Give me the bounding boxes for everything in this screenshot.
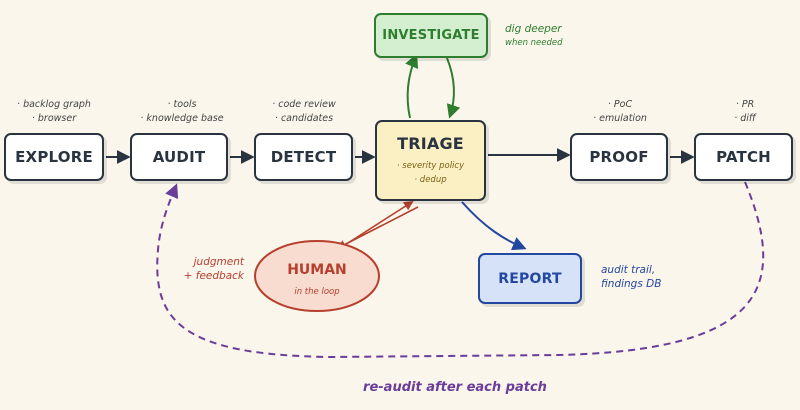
detect-node: DETECT (254, 133, 353, 181)
detect-note-2: · candidates (274, 113, 334, 124)
human-note: in the loop (294, 287, 339, 297)
arrow-human-triage (347, 200, 414, 244)
investigate-label: INVESTIGATE (382, 28, 480, 43)
explore-label: EXPLORE (15, 148, 93, 166)
audit-node: AUDIT (130, 133, 228, 181)
feedback-note-1: judgment (193, 256, 244, 268)
triage-node: TRIAGE · severity policy · dedup (375, 120, 486, 201)
explore-note-2: · browser (31, 113, 77, 124)
explore-node: EXPLORE (4, 133, 104, 181)
investigate-notes: dig deeper when needed (505, 22, 575, 50)
feedback-note-2: + feedback (183, 270, 244, 282)
proof-label: PROOF (589, 148, 649, 166)
human-node (254, 240, 380, 312)
audit-note-1: · tools (167, 99, 197, 110)
feedback-notes: judgment + feedback (182, 255, 244, 283)
proof-notes: · PoC · emulation (584, 98, 656, 126)
investigate-note-1: dig deeper (505, 23, 562, 35)
arrow-triage-investigate (405, 53, 419, 119)
arrow-triage-human (336, 206, 419, 249)
arrow-triage-report (461, 201, 527, 251)
audit-label: AUDIT (152, 148, 206, 166)
audit-note-2: · knowledge base (140, 113, 224, 124)
report-node: REPORT (478, 253, 582, 304)
explore-notes: · backlog graph · browser (14, 98, 94, 126)
audit-notes: · tools · knowledge base (134, 98, 230, 126)
patch-node: PATCH (694, 133, 793, 181)
investigate-node: INVESTIGATE (374, 13, 488, 58)
triage-label: TRIAGE (397, 134, 464, 153)
human-label: HUMAN (287, 262, 347, 278)
explore-note-1: · backlog graph (17, 99, 91, 110)
patch-note-2: · diff (734, 113, 756, 124)
report-note-1: audit trail, (601, 264, 656, 276)
reaudit-label: re-audit after each patch (363, 380, 547, 395)
triage-note-1: · severity policy (396, 161, 465, 171)
patch-label: PATCH (716, 148, 771, 166)
proof-note-2: · emulation (593, 113, 647, 124)
patch-note-1: · PR (735, 99, 755, 110)
report-label: REPORT (498, 270, 562, 287)
detect-note-1: · code review (272, 99, 336, 110)
proof-note-1: · PoC (607, 99, 633, 110)
patch-notes: · PR · diff (720, 98, 770, 126)
proof-node: PROOF (570, 133, 668, 181)
report-note-2: findings DB (601, 278, 662, 290)
detect-label: DETECT (270, 148, 337, 166)
report-notes: audit trail, findings DB (601, 263, 671, 291)
investigate-note-2: when needed (505, 38, 563, 48)
detect-notes: · code review · candidates (262, 98, 346, 126)
arrow-investigate-triage (446, 57, 461, 119)
triage-note-2: · dedup (414, 175, 447, 185)
arrow-reaudit-loop (156, 181, 765, 359)
